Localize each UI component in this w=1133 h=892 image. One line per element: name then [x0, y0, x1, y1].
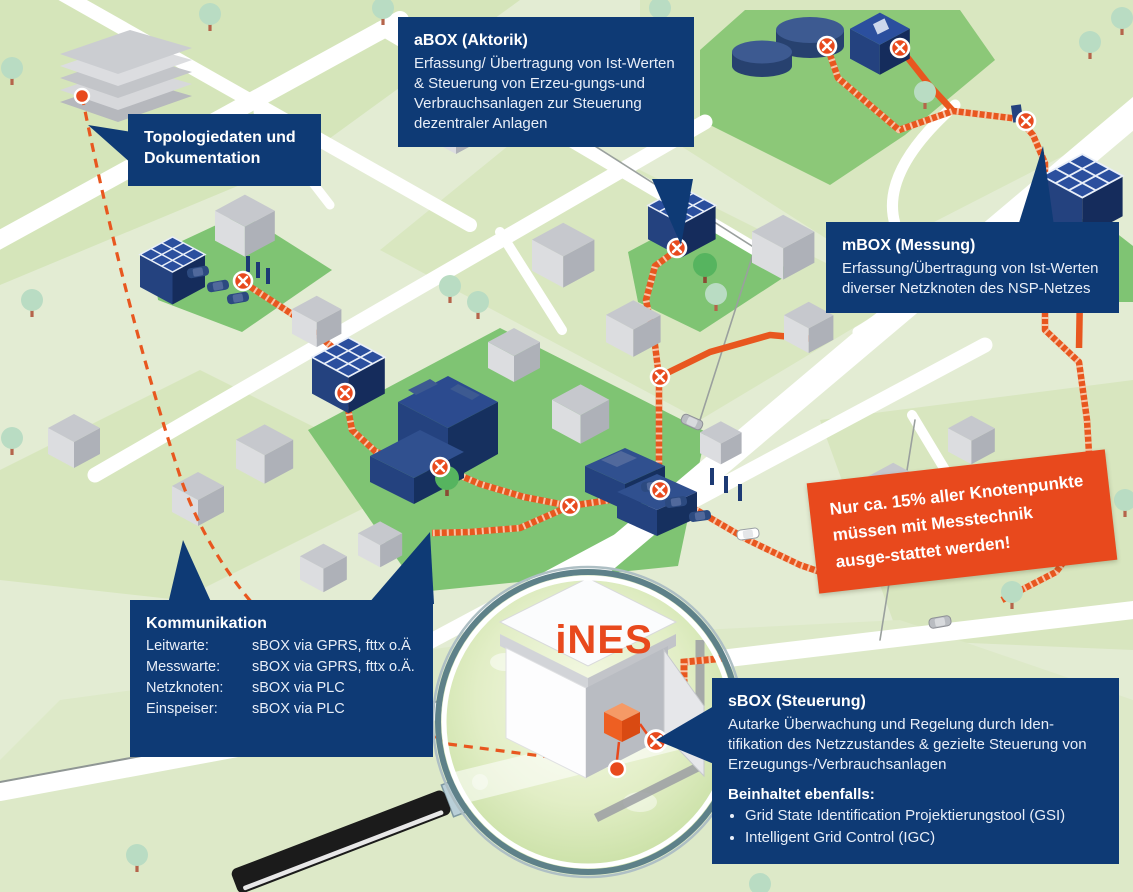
callout-body: Erfassung/Übertragung von Ist-Werten div…	[842, 260, 1099, 297]
network-node-icon	[559, 495, 581, 517]
network-node-icon	[232, 270, 254, 292]
callout-title: Kommunikation	[146, 615, 267, 632]
callout-sbox: sBOX (Steuerung) Autarke Überwachung und…	[712, 678, 1119, 864]
glass-dot	[607, 759, 627, 779]
callout-kommunikation: Kommunikation Leitwarte: sBOX via GPRS, …	[130, 600, 433, 757]
callout-title: mBOX (Messung)	[842, 237, 976, 254]
network-node-icon	[666, 237, 688, 259]
row-value: sBOX via GPRS, fttx o.Ä.	[252, 659, 415, 676]
row-value: sBOX via PLC	[252, 701, 345, 718]
leitwarte-dot	[73, 87, 91, 105]
row-label: Leitwarte:	[146, 638, 209, 655]
callout-title: Topologiedaten und Dokumentation	[144, 129, 296, 168]
row-value: sBOX via PLC	[252, 680, 345, 697]
callout-mbox: mBOX (Messung) Erfassung/Übertragung von…	[826, 222, 1119, 313]
network-node-icon	[334, 382, 356, 404]
callout-body: Autarke Überwachung und Regelung durch I…	[728, 716, 1087, 773]
sbox-cube	[604, 703, 652, 761]
row-value: sBOX via GPRS, fttx o.Ä	[252, 638, 411, 655]
ines-label: iNES	[555, 618, 652, 662]
banner-text: Nur ca. 15% aller Knotenpunkte müssen mi…	[828, 471, 1085, 572]
villa-lawn	[308, 328, 706, 592]
network-node-icon	[649, 366, 671, 388]
kommunikation-table: Leitwarte: sBOX via GPRS, fttx o.Ä Messw…	[146, 637, 417, 720]
callout-subtitle: Beinhaltet ebenfalls:	[728, 785, 875, 803]
row-label: Messwarte:	[146, 659, 221, 676]
feature-item: Grid State Identification Projektierungs…	[745, 806, 1103, 826]
network-node-icon	[1015, 110, 1037, 132]
callout-abox: aBOX (Aktorik) Erfassung/ Übertragung vo…	[398, 17, 694, 148]
network-node-icon	[889, 37, 911, 59]
callout-title: sBOX (Steuerung)	[728, 693, 866, 710]
ev-charging-lot-left	[186, 256, 270, 305]
callout-topologiedaten: Topologiedaten und Dokumentation	[128, 114, 321, 187]
magnifier: iNES	[231, 565, 745, 892]
callout-title: aBOX (Aktorik)	[414, 32, 528, 49]
callout-body: Erfassung/ Übertragung von Ist-Werten & …	[414, 55, 675, 132]
ev-charging-lot-right	[640, 468, 760, 541]
communication-dashed-line	[73, 87, 453, 746]
sbox-feature-list: Grid State Identification Projektierungs…	[728, 806, 1103, 848]
feature-item: Intelligent Grid Control (IGC)	[745, 828, 1103, 848]
ines-box	[498, 577, 705, 779]
row-label: Einspeiser:	[146, 701, 218, 718]
network-node-icon	[816, 35, 838, 57]
network-node-icon	[429, 456, 451, 478]
row-label: Netzknoten:	[146, 680, 224, 697]
callout-tails	[88, 125, 1054, 764]
network-node-icon	[649, 479, 671, 501]
archive-building	[60, 30, 192, 122]
